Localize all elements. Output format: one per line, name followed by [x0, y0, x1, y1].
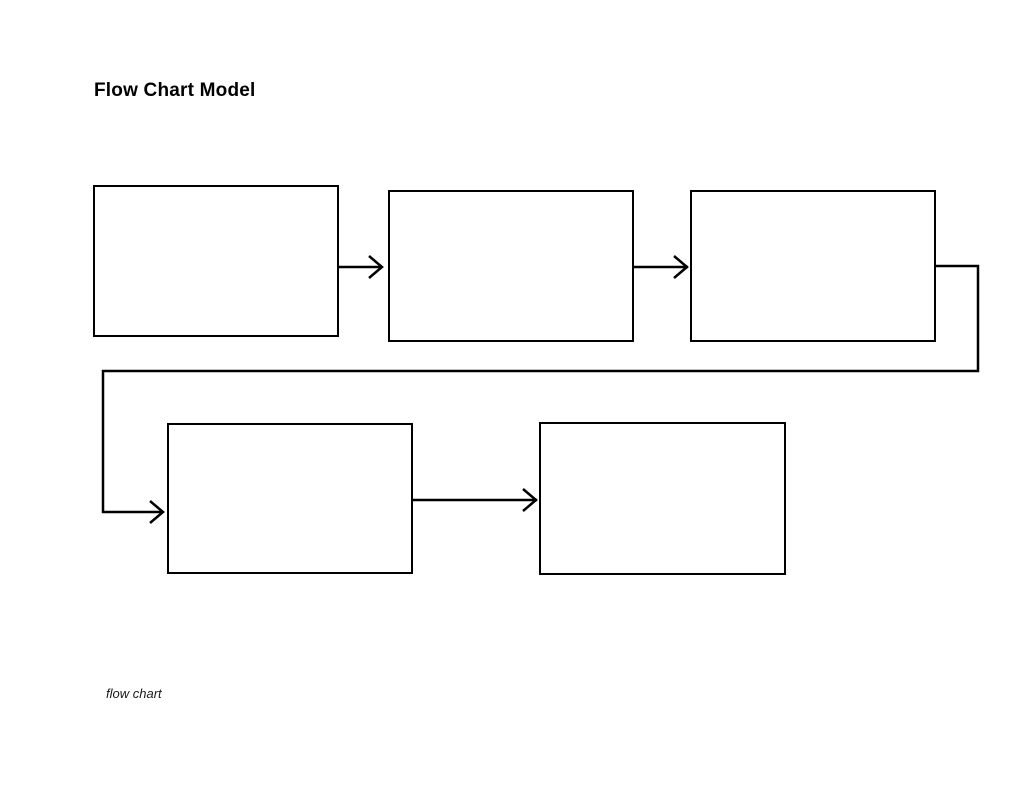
- flow-node-box2-label: [390, 192, 632, 340]
- flow-node-box5-label: [541, 424, 784, 573]
- flow-node-box4[interactable]: [167, 423, 413, 574]
- flow-node-box1[interactable]: [93, 185, 339, 337]
- figure-caption: flow chart: [106, 686, 162, 701]
- edge-box3-to-box4: [101, 264, 980, 524]
- edge-box2-to-box3: [634, 255, 689, 279]
- edge-box3-to-box4-line: [101, 264, 980, 514]
- flow-node-box3-label: [692, 192, 934, 340]
- flow-node-box2[interactable]: [388, 190, 634, 342]
- edge-box1-to-box2: [339, 255, 384, 279]
- edge-box1-to-box2-arrowhead-icon: [368, 255, 384, 279]
- edge-box3-to-box4-arrowhead-icon: [149, 500, 165, 524]
- flow-node-box1-label: [95, 187, 337, 335]
- flow-node-box4-label: [169, 425, 411, 572]
- page-title: Flow Chart Model: [94, 80, 256, 101]
- edge-box4-to-box5: [413, 488, 538, 512]
- flow-node-box5[interactable]: [539, 422, 786, 575]
- edge-box2-to-box3-arrowhead-icon: [673, 255, 689, 279]
- edge-box4-to-box5-arrowhead-icon: [522, 488, 538, 512]
- flow-node-box3[interactable]: [690, 190, 936, 342]
